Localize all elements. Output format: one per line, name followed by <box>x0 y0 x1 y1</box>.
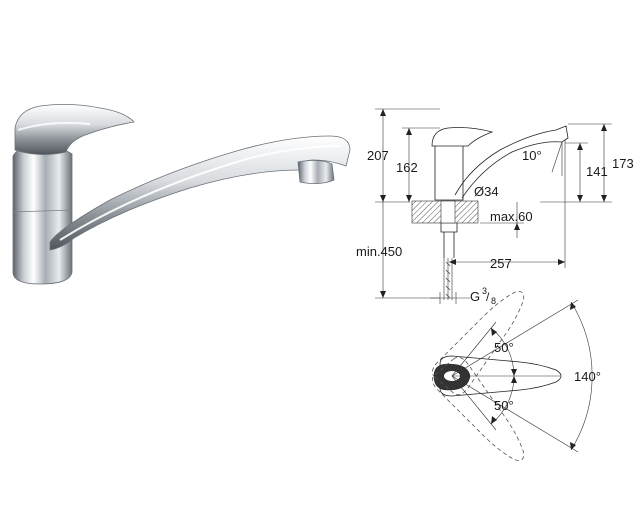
dim-lever-height: 162 <box>396 160 418 175</box>
faucet-lever <box>14 104 135 155</box>
angle-swivel: 140° <box>574 369 601 384</box>
angle-lower: 50° <box>494 398 514 413</box>
dim-body-diameter: Ø34 <box>474 184 499 199</box>
dim-outlet-angle: 10° <box>522 148 542 163</box>
lever-position-lower <box>432 356 525 461</box>
lever-position-upper <box>432 291 525 396</box>
faucet-photo <box>12 104 351 285</box>
faucet-aerator <box>297 160 335 184</box>
faucet-spout <box>49 135 351 251</box>
svg-text:8: 8 <box>491 296 496 306</box>
side-view-outline <box>431 125 569 201</box>
dim-total-height: 207 <box>367 148 389 163</box>
dim-spout-height: 173 <box>612 156 634 171</box>
svg-text:G: G <box>470 289 480 304</box>
dim-outlet-height: 141 <box>586 164 608 179</box>
top-view-drawing: 50° 50° 140° <box>432 291 601 461</box>
dim-max-thickness: max.60 <box>490 209 533 224</box>
svg-text:3: 3 <box>482 286 487 296</box>
svg-text:/: / <box>486 290 490 304</box>
faucet-body <box>12 145 73 285</box>
dim-min-supply: min.450 <box>356 244 402 259</box>
side-view-drawing: 207 162 173 141 10° Ø34 max.60 min.450 2… <box>356 108 634 306</box>
dim-thread: G 3 / 8 <box>470 286 496 306</box>
dim-reach: 257 <box>490 256 512 271</box>
angle-upper: 50° <box>494 340 514 355</box>
top-view-lever <box>439 355 562 397</box>
